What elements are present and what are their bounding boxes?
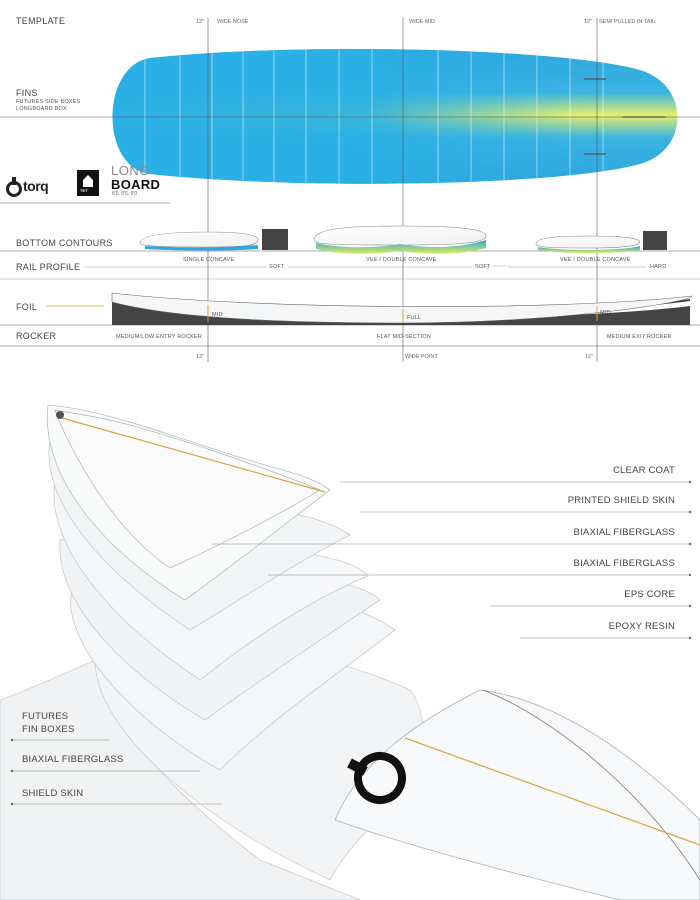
contour-tail-label: VEE / DOUBLE CONCAVE xyxy=(560,257,631,263)
contour-mid xyxy=(313,225,487,254)
layer-label-biaxial-left: BIAXIAL FIBERGLASS xyxy=(22,754,124,765)
tet-label: TET xyxy=(80,188,88,193)
layer-label-shield-skin: SHIELD SKIN xyxy=(22,788,84,799)
rail-soft-2: SOFT xyxy=(475,264,491,270)
template-tail-label: SEMI PULLED IN TAIL xyxy=(599,19,656,25)
foil-profile xyxy=(111,292,693,325)
board-template xyxy=(112,48,678,184)
layer-label-fin-boxes-2: FIN BOXES xyxy=(22,724,75,735)
template-mid-label: WIDE MID xyxy=(409,19,435,25)
torq-logo xyxy=(6,177,22,197)
layer-label-biaxial-2: BIAXIAL FIBERGLASS xyxy=(573,558,675,569)
foil-nose: MID xyxy=(212,312,223,318)
template-tail-mark: 12" xyxy=(584,19,593,25)
construction-layers xyxy=(0,404,700,900)
fins-line1: FUTURES SIDE BOXES xyxy=(16,99,81,105)
foil-title: FOIL xyxy=(16,302,38,312)
contour-nose-label: SINGLE CONCAVE xyxy=(183,257,235,263)
model-line2: BOARD xyxy=(111,177,161,192)
layer-label-fin-boxes-1: FUTURES xyxy=(22,711,69,722)
template-nose-mark: 12" xyxy=(196,19,205,25)
template-title: TEMPLATE xyxy=(16,16,66,26)
bottom-contours-title: BOTTOM CONTOURS xyxy=(16,238,113,248)
layer-label-printed-shield-skin: PRINTED SHIELD SKIN xyxy=(567,495,675,506)
rocker-mid: FLAT MID-SECTION xyxy=(377,334,432,340)
fins-title: FINS xyxy=(16,88,38,98)
layer-label-clear-coat: CLEAR COAT xyxy=(612,465,675,476)
model-line1: LONG xyxy=(111,163,150,178)
contour-nose xyxy=(139,229,288,251)
template-nose-label: WIDE NOSE xyxy=(217,19,249,25)
foil-mid: FULL xyxy=(407,315,422,321)
rail-hard: HARD xyxy=(650,264,667,270)
rail-profile-title: RAIL PROFILE xyxy=(16,262,81,272)
contour-tail xyxy=(535,231,667,253)
model-sizes: 8'0, 8'6, 9'0 xyxy=(112,191,138,197)
rocker-tail: MEDIUM EXIT ROCKER xyxy=(607,334,672,340)
contour-mid-label: VEE / DOUBLE CONCAVE xyxy=(366,257,437,263)
nose-torq-logo xyxy=(347,752,406,804)
rocker-tick-right: 12" xyxy=(585,354,594,360)
layer-label-biaxial-1: BIAXIAL FIBERGLASS xyxy=(573,527,675,538)
layer-label-epoxy-resin: EPOXY RESIN xyxy=(608,621,675,632)
rail-soft-1: SOFT xyxy=(269,264,285,270)
rocker-tick-left: 12" xyxy=(196,354,205,360)
layer-label-eps-core: EPS CORE xyxy=(624,589,675,600)
torq-wordmark: torq xyxy=(23,178,49,194)
foil-tail: MID xyxy=(600,310,611,316)
fins-line2: LONGBOARD BOX xyxy=(16,106,67,112)
rocker-title: ROCKER xyxy=(16,331,57,341)
rocker-tick-mid: WIDE POINT xyxy=(405,354,438,360)
rocker-nose: MEDIUM/LOW ENTRY ROCKER xyxy=(116,334,202,340)
